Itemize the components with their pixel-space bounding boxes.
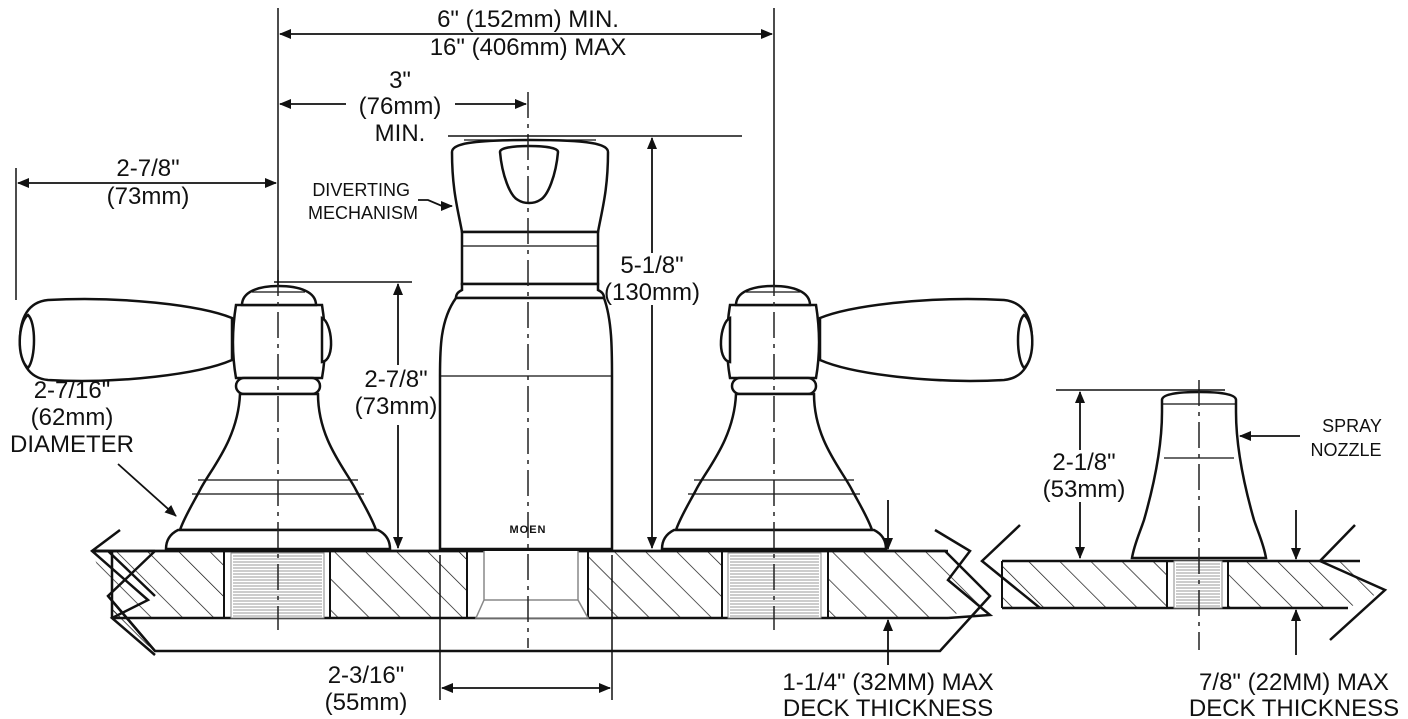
label-base-diameter-3: DIAMETER [10,431,134,458]
label-valve-height-2: (73mm) [355,393,438,420]
label-spout-height-2: (130mm) [604,279,700,306]
label-spray-height-1: 2-1/8" [1052,449,1115,476]
main-deck [90,528,994,656]
dimension-labels: 6" (152mm) MIN. 16" (406mm) MAX 3" (76mm… [10,6,1399,719]
label-spout-base-2: (55mm) [325,689,408,716]
spout-shank [474,551,590,619]
label-diverting-1: DIVERTING [312,180,410,200]
label-spray-height-2: (53mm) [1043,476,1126,503]
label-spray-1: SPRAY [1322,416,1382,436]
label-deck-spray-2: DECK THICKNESS [1189,695,1399,719]
label-center-min-1: 3" [389,67,411,94]
label-valve-height-1: 2-7/8" [364,366,427,393]
label-center-min-2: (76mm) [359,93,442,120]
deck-left-end [92,551,155,651]
label-spray-2: NOZZLE [1310,440,1381,460]
deck-block-4 [828,551,948,618]
label-handle-len-1: 2-7/8" [116,155,179,182]
label-deck-main-2: DECK THICKNESS [783,695,993,719]
deck-block-2 [330,551,467,618]
spray-deck [980,524,1388,641]
right-valve-handle [660,284,1034,551]
deck-block-3 [588,551,722,618]
extension-lines [15,8,1225,700]
label-diverting-2: MECHANISM [308,203,418,223]
label-spout-height-1: 5-1/8" [620,252,683,279]
label-top-span-max: 16" (406mm) MAX [430,34,627,61]
spout-body: MOEN [438,138,614,551]
label-deck-main-1: 1-1/4" (32MM) MAX [782,669,993,696]
label-spout-base-1: 2-3/16" [328,662,405,689]
label-base-diameter-2: (62mm) [31,404,114,431]
label-handle-len-2: (73mm) [107,183,190,210]
dimension-arrows [17,29,1301,693]
label-top-span-min: 6" (152mm) MIN. [437,6,619,33]
label-base-diameter-1: 2-7/16" [34,377,111,404]
label-deck-spray-1: 7/8" (22MM) MAX [1199,669,1389,696]
label-center-min-3: MIN. [375,120,426,147]
centerlines [277,92,1200,650]
